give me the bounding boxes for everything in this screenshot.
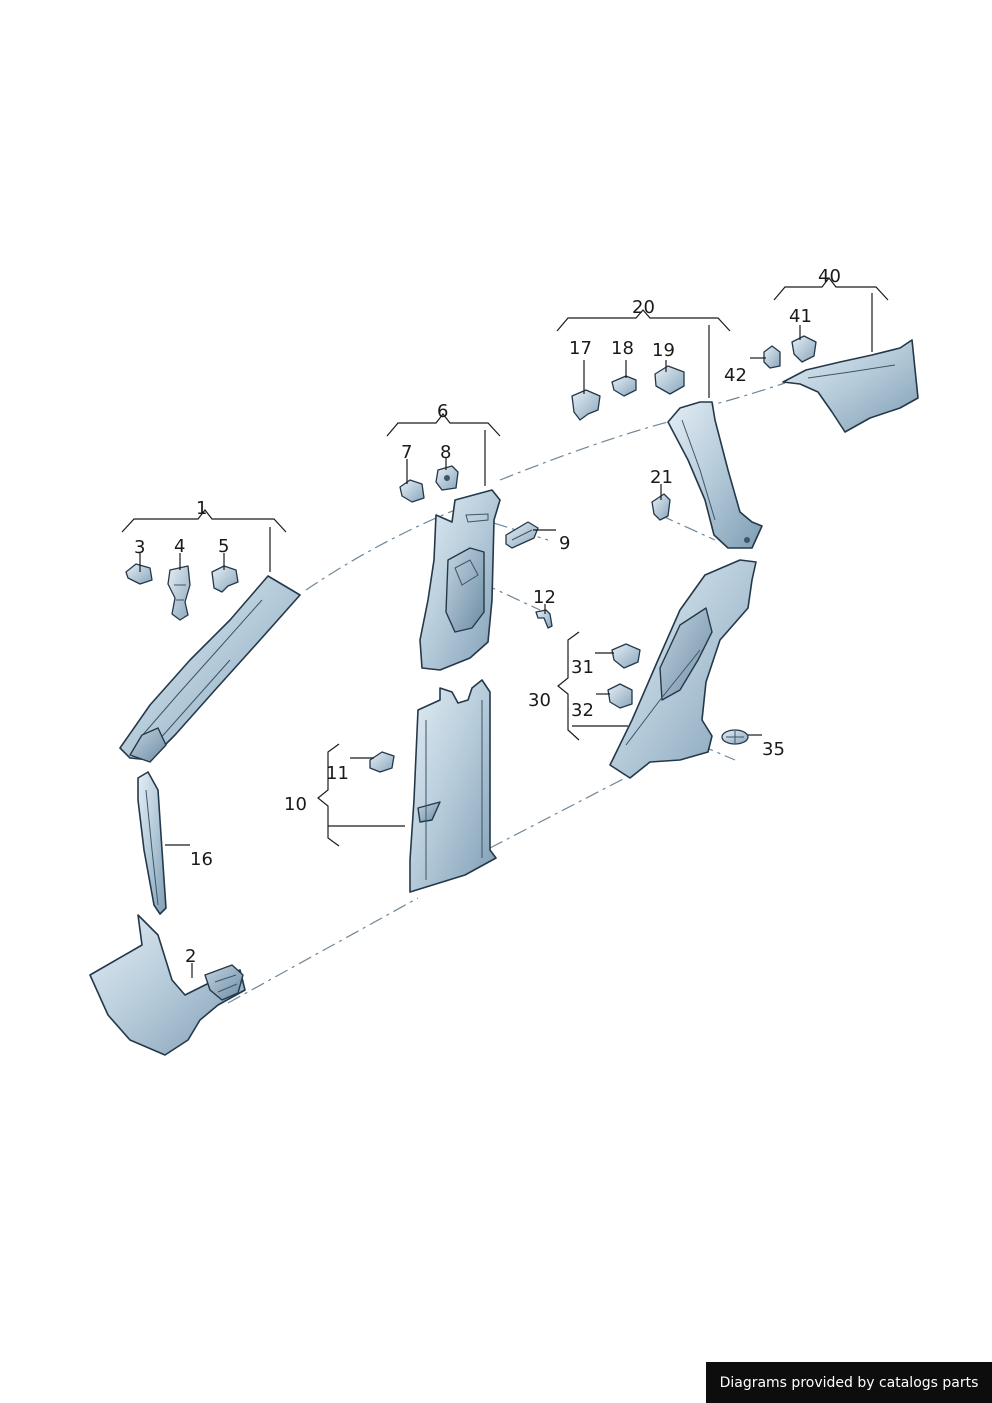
callout-16: 16 — [190, 849, 213, 870]
part-clip-5[interactable] — [211, 565, 239, 593]
callout-20: 20 — [632, 297, 655, 318]
callout-9: 9 — [559, 533, 570, 554]
callout-10: 10 — [284, 794, 307, 815]
part-clip-18[interactable] — [611, 375, 637, 397]
callout-32: 32 — [571, 700, 594, 721]
callout-3: 3 — [134, 537, 145, 558]
callout-40: 40 — [818, 266, 841, 287]
callout-30: 30 — [528, 690, 551, 711]
callout-31: 31 — [571, 657, 594, 678]
part-d-pillar-trim-upper[interactable] — [782, 339, 919, 433]
part-clip-11[interactable] — [369, 751, 395, 773]
part-clip-17[interactable] — [571, 389, 601, 421]
callout-12: 12 — [533, 587, 556, 608]
part-clip-42[interactable] — [763, 345, 781, 369]
callout-18: 18 — [611, 338, 634, 359]
assembly-brackets — [121, 277, 889, 847]
part-c-pillar-trim-lower[interactable] — [609, 559, 757, 779]
part-clip-4[interactable] — [167, 565, 191, 621]
part-clip-41[interactable] — [791, 335, 817, 363]
callout-5: 5 — [218, 536, 229, 557]
part-retainer-35[interactable] — [721, 729, 749, 745]
callout-35: 35 — [762, 739, 785, 760]
callout-2: 2 — [185, 946, 196, 967]
part-clip-21[interactable] — [651, 493, 671, 521]
part-a-pillar-trim-upper[interactable] — [119, 575, 301, 763]
part-screw-12[interactable] — [535, 609, 553, 629]
part-clip-19[interactable] — [654, 365, 685, 395]
part-b-pillar-trim-lower[interactable] — [409, 679, 497, 893]
callout-11: 11 — [326, 763, 349, 784]
callout-42: 42 — [724, 365, 747, 386]
part-clip-31[interactable] — [611, 643, 641, 669]
callout-1: 1 — [196, 498, 207, 519]
credit-banner: Diagrams provided by catalogs parts — [706, 1362, 992, 1403]
leader-lines — [139, 325, 801, 978]
part-kick-panel[interactable] — [89, 914, 246, 1056]
callout-19: 19 — [652, 340, 675, 361]
credit-text: Diagrams provided by catalogs parts — [719, 1374, 979, 1391]
callout-4: 4 — [174, 536, 185, 557]
part-a-pillar-trim-lower-strip[interactable] — [137, 771, 167, 915]
callout-labels: 1 2 3 4 5 6 7 8 9 10 11 12 16 17 18 19 2… — [134, 266, 841, 967]
callout-21: 21 — [650, 467, 673, 488]
callout-41: 41 — [789, 306, 812, 327]
part-clip-9[interactable] — [505, 521, 539, 549]
part-clip-3[interactable] — [125, 563, 153, 585]
part-clip-8[interactable] — [435, 465, 459, 491]
part-b-pillar-trim-upper[interactable] — [419, 489, 501, 671]
part-clip-32[interactable] — [607, 683, 633, 709]
callout-17: 17 — [569, 338, 592, 359]
callout-8: 8 — [440, 442, 451, 463]
part-c-pillar-trim-upper[interactable] — [667, 401, 763, 549]
callout-7: 7 — [401, 442, 412, 463]
part-clip-7[interactable] — [399, 479, 425, 503]
callout-6: 6 — [437, 401, 448, 422]
